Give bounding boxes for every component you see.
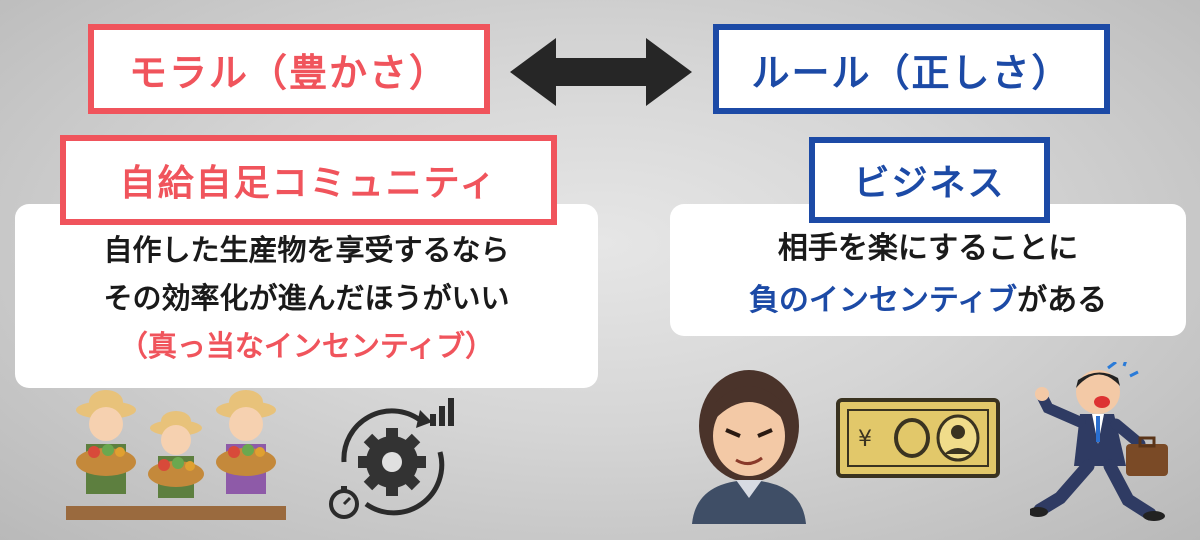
- svg-text:¥: ¥: [858, 427, 872, 452]
- farmers-illustration: [66, 390, 286, 520]
- moral-subtitle: 自給自足コミュニティ: [119, 163, 498, 204]
- scheming-woman-illustration: [692, 370, 806, 524]
- moral-title: モラル（豊かさ）: [128, 50, 449, 95]
- efficiency-gear-icon: [329, 398, 454, 519]
- farmer-middle: [148, 411, 204, 498]
- rule-description-panel: 相手を楽にすることに 負のインセンティブがある: [670, 204, 1186, 336]
- double-arrow-icon: [510, 38, 692, 106]
- farmer-right: [216, 390, 276, 494]
- farmer-left: [76, 390, 136, 494]
- moral-line-2: その効率化が進んだほうがいい: [103, 281, 510, 315]
- rule-title: ルール（正しさ）: [751, 50, 1072, 95]
- rule-subtitle: ビジネス: [853, 163, 1006, 204]
- moral-highlight: （真っ当なインセンティブ）: [118, 329, 495, 363]
- moral-subtitle-box: 自給自足コミュニティ: [60, 135, 557, 225]
- moral-line-1: 自作した生産物を享受するなら: [103, 233, 510, 267]
- rule-highlight: 負のインセンティブ: [748, 283, 1018, 318]
- banknote-icon: ¥: [836, 398, 1000, 478]
- rule-subtitle-box: ビジネス: [809, 137, 1050, 223]
- moral-description-panel: 自作した生産物を享受するなら その効率化が進んだほうがいい （真っ当なインセンテ…: [15, 204, 598, 388]
- rule-title-box: ルール（正しさ）: [713, 24, 1110, 114]
- rule-line-2-rest: がある: [1017, 283, 1108, 318]
- rule-line-2: 負のインセンティブがある: [749, 275, 1107, 327]
- moral-title-box: モラル（豊かさ）: [88, 24, 490, 114]
- running-businessman-illustration: [1030, 362, 1168, 521]
- rule-line-1: 相手を楽にすることに: [777, 231, 1079, 266]
